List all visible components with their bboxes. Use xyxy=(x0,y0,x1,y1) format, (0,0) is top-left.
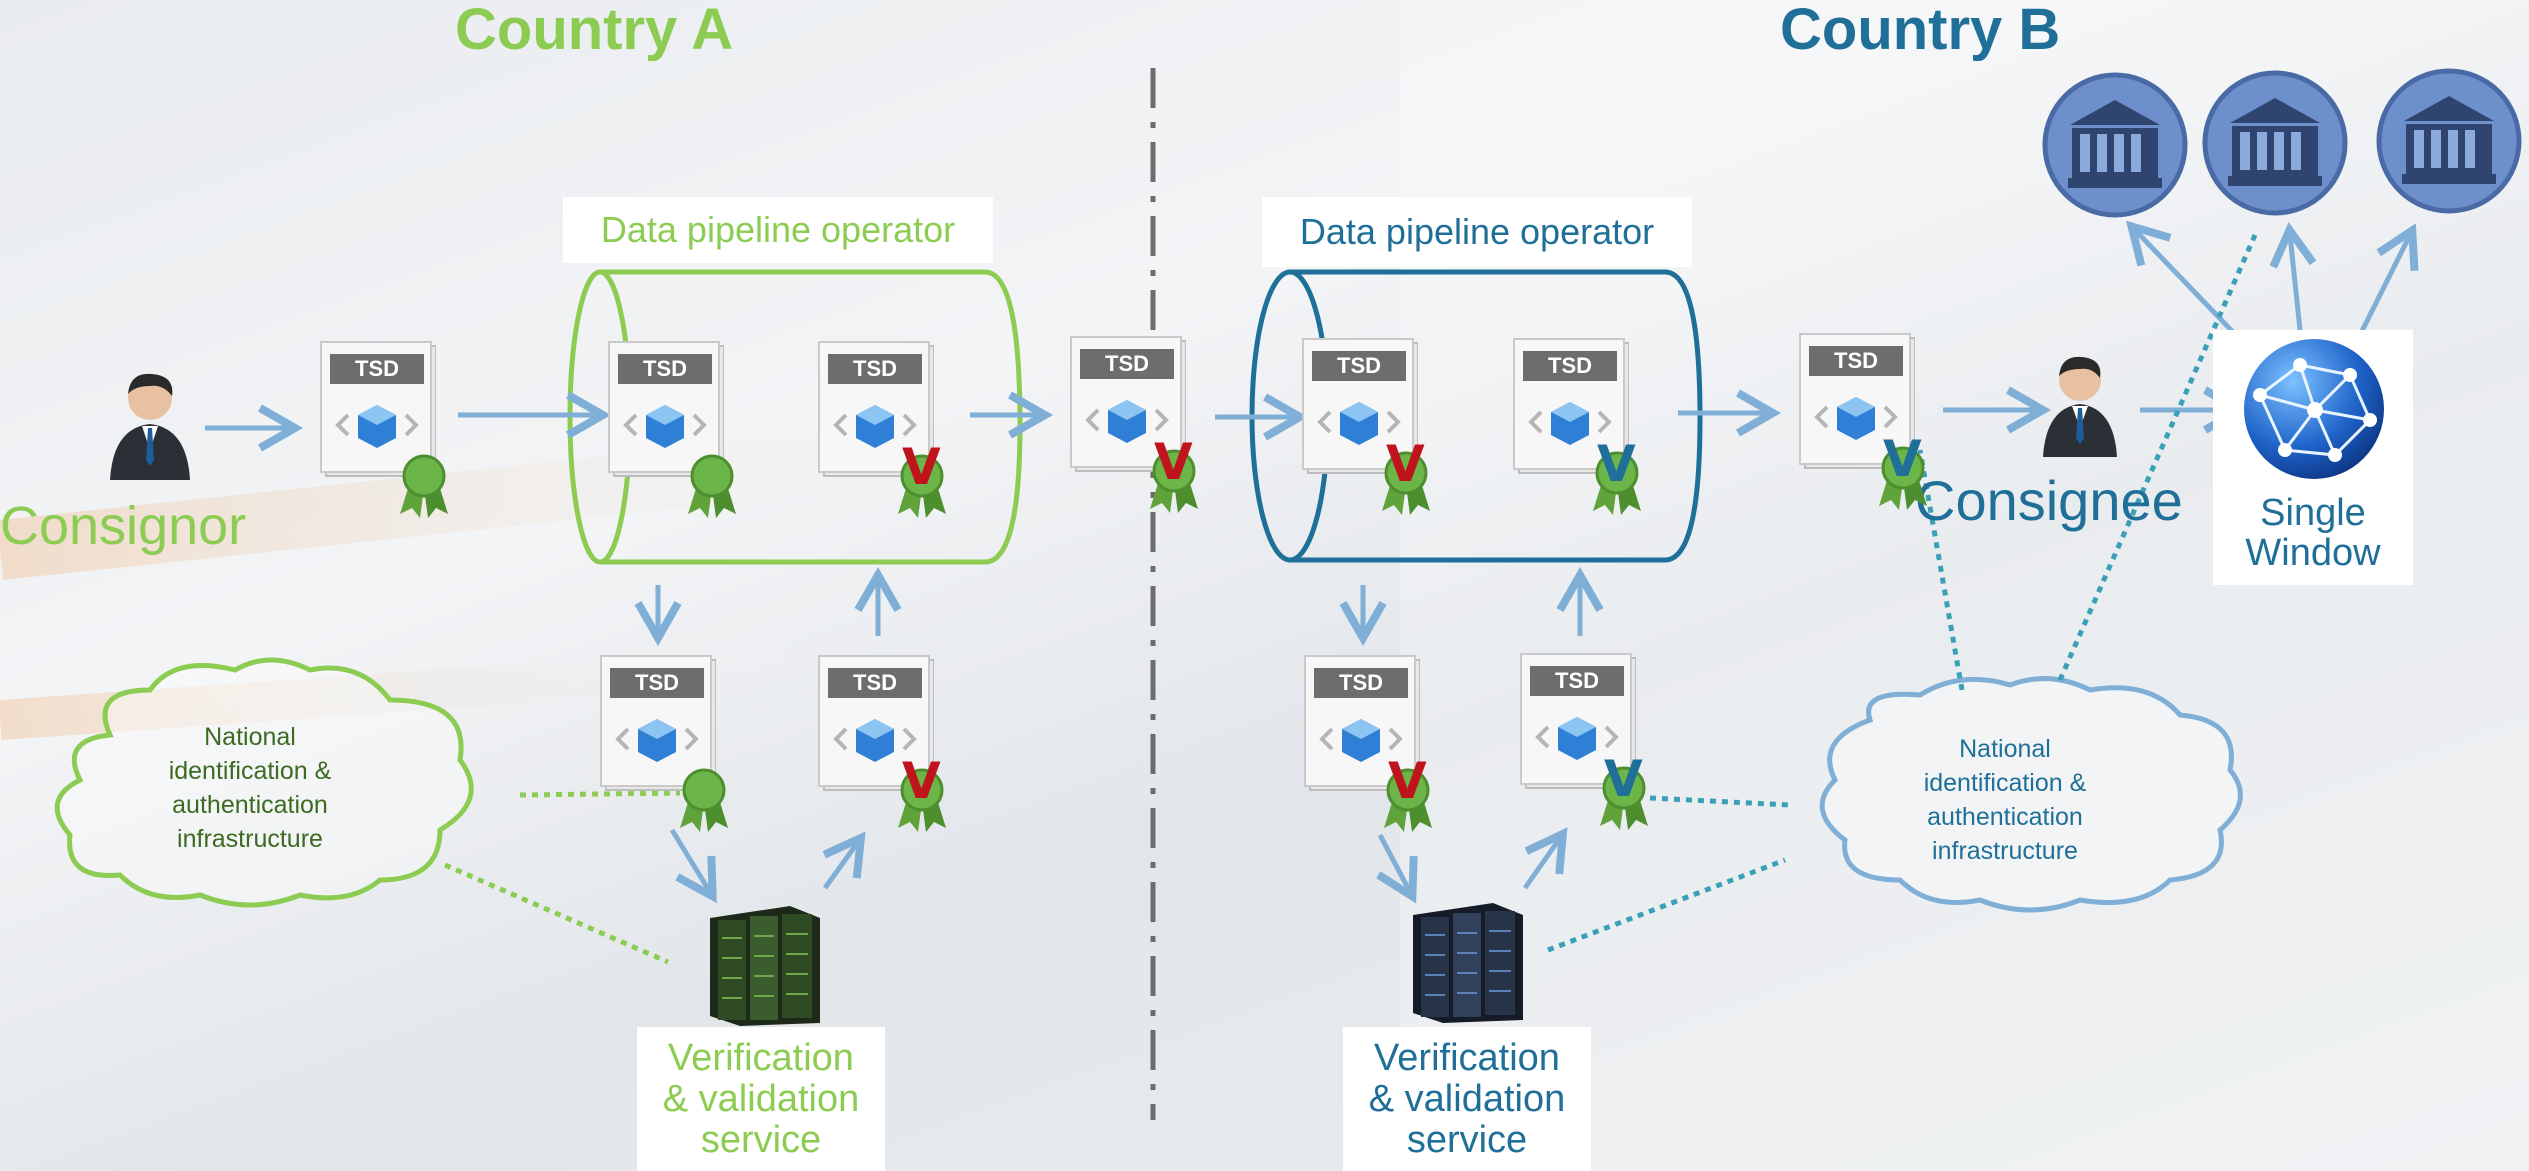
validation-mark: V xyxy=(902,752,941,810)
server-icon xyxy=(1413,903,1523,1023)
cloud-line-3: authentication xyxy=(1927,803,2083,831)
national-id-infrastructure-a-label: National identification & authentication… xyxy=(120,720,380,856)
seal-icon xyxy=(898,768,946,832)
seal-icon xyxy=(1600,766,1648,830)
validation-mark: V xyxy=(1386,435,1425,493)
validation-mark: V xyxy=(1597,435,1636,493)
person-icon xyxy=(2043,356,2117,457)
tsd-label: TSD xyxy=(330,354,424,384)
validation-mark: V xyxy=(1388,752,1427,810)
tsd-label: TSD xyxy=(610,668,704,698)
verification-line-2: & validation xyxy=(662,1077,860,1120)
tsd-document: TSD xyxy=(606,340,724,478)
single-window-line-1: Single xyxy=(2260,492,2366,534)
single-window-line-2: Window xyxy=(2245,532,2381,574)
cloud-line-4: infrastructure xyxy=(177,825,323,853)
tsd-document: TSD xyxy=(1511,337,1629,475)
pipeline-operator-b-label: Data pipeline operator xyxy=(1262,197,1692,267)
tsd-label: TSD xyxy=(828,354,922,384)
tsd-document: TSD xyxy=(1068,335,1186,473)
national-id-infrastructure-b-label: National identification & authentication… xyxy=(1880,732,2130,868)
verification-line-1: Verification xyxy=(1374,1036,1560,1079)
tsd-document: TSD xyxy=(1518,652,1636,790)
tsd-label: TSD xyxy=(1312,351,1406,381)
seal-icon xyxy=(1382,451,1430,515)
globe-network-icon xyxy=(2244,339,2384,479)
flow-arrows xyxy=(205,220,2419,904)
tsd-label: TSD xyxy=(1530,666,1624,696)
seal-icon xyxy=(1150,449,1198,513)
validation-mark: V xyxy=(902,438,941,496)
cloud-line-4: infrastructure xyxy=(1932,837,2078,865)
tsd-document: TSD xyxy=(1300,337,1418,475)
seal-icon xyxy=(400,454,448,518)
tsd-document: TSD xyxy=(598,654,716,792)
pipeline-operator-a-label: Data pipeline operator xyxy=(563,197,993,263)
cloud-line-2: identification & xyxy=(1923,769,2087,797)
person-icon xyxy=(110,373,190,480)
country-b-title: Country B xyxy=(1780,0,2061,62)
validation-mark: V xyxy=(1604,750,1643,808)
tsd-label: TSD xyxy=(828,668,922,698)
tsd-document: TSD xyxy=(816,340,934,478)
consignee-label: Consignee xyxy=(1915,469,2183,532)
country-a-title: Country A xyxy=(455,0,734,62)
seal-icon xyxy=(1593,451,1641,515)
verification-line-2: & validation xyxy=(1368,1077,1566,1120)
tsd-document: TSD xyxy=(816,654,934,792)
government-building-icon xyxy=(2042,72,2188,218)
seal-icon xyxy=(1879,446,1927,510)
seal-icon xyxy=(680,768,728,832)
cloud-shape xyxy=(54,657,474,908)
cloud-line-3: authentication xyxy=(172,791,328,819)
government-building-icon xyxy=(2202,70,2348,216)
consignor-label: Consignor xyxy=(0,496,247,556)
tsd-document: TSD xyxy=(318,340,436,478)
verification-line-3: service xyxy=(1406,1118,1528,1161)
verification-line-3: service xyxy=(700,1118,822,1161)
tsd-label: TSD xyxy=(1809,346,1903,376)
validation-mark: V xyxy=(1883,430,1922,488)
tsd-label: TSD xyxy=(618,354,712,384)
server-icon xyxy=(710,906,820,1026)
seal-icon xyxy=(688,454,736,518)
cloud-line-1: National xyxy=(1959,735,2051,763)
verification-service-a-label: Verification & validation service xyxy=(637,1027,885,1171)
tsd-label: TSD xyxy=(1523,351,1617,381)
seal-icon xyxy=(898,454,946,518)
tsd-document: TSD xyxy=(1797,332,1915,470)
tsd-label: TSD xyxy=(1314,668,1408,698)
seal-icon xyxy=(1384,768,1432,832)
validation-mark: V xyxy=(1154,433,1193,491)
verification-service-b-label: Verification & validation service xyxy=(1343,1027,1591,1171)
tsd-document: TSD xyxy=(1302,654,1420,792)
government-building-icon xyxy=(2376,68,2522,214)
verification-line-1: Verification xyxy=(668,1036,854,1079)
cloud-line-2: identification & xyxy=(168,757,332,785)
tsd-label: TSD xyxy=(1080,349,1174,379)
cloud-shape xyxy=(1819,676,2243,913)
cloud-line-1: National xyxy=(204,723,296,751)
dotted-connectors xyxy=(444,233,2258,965)
